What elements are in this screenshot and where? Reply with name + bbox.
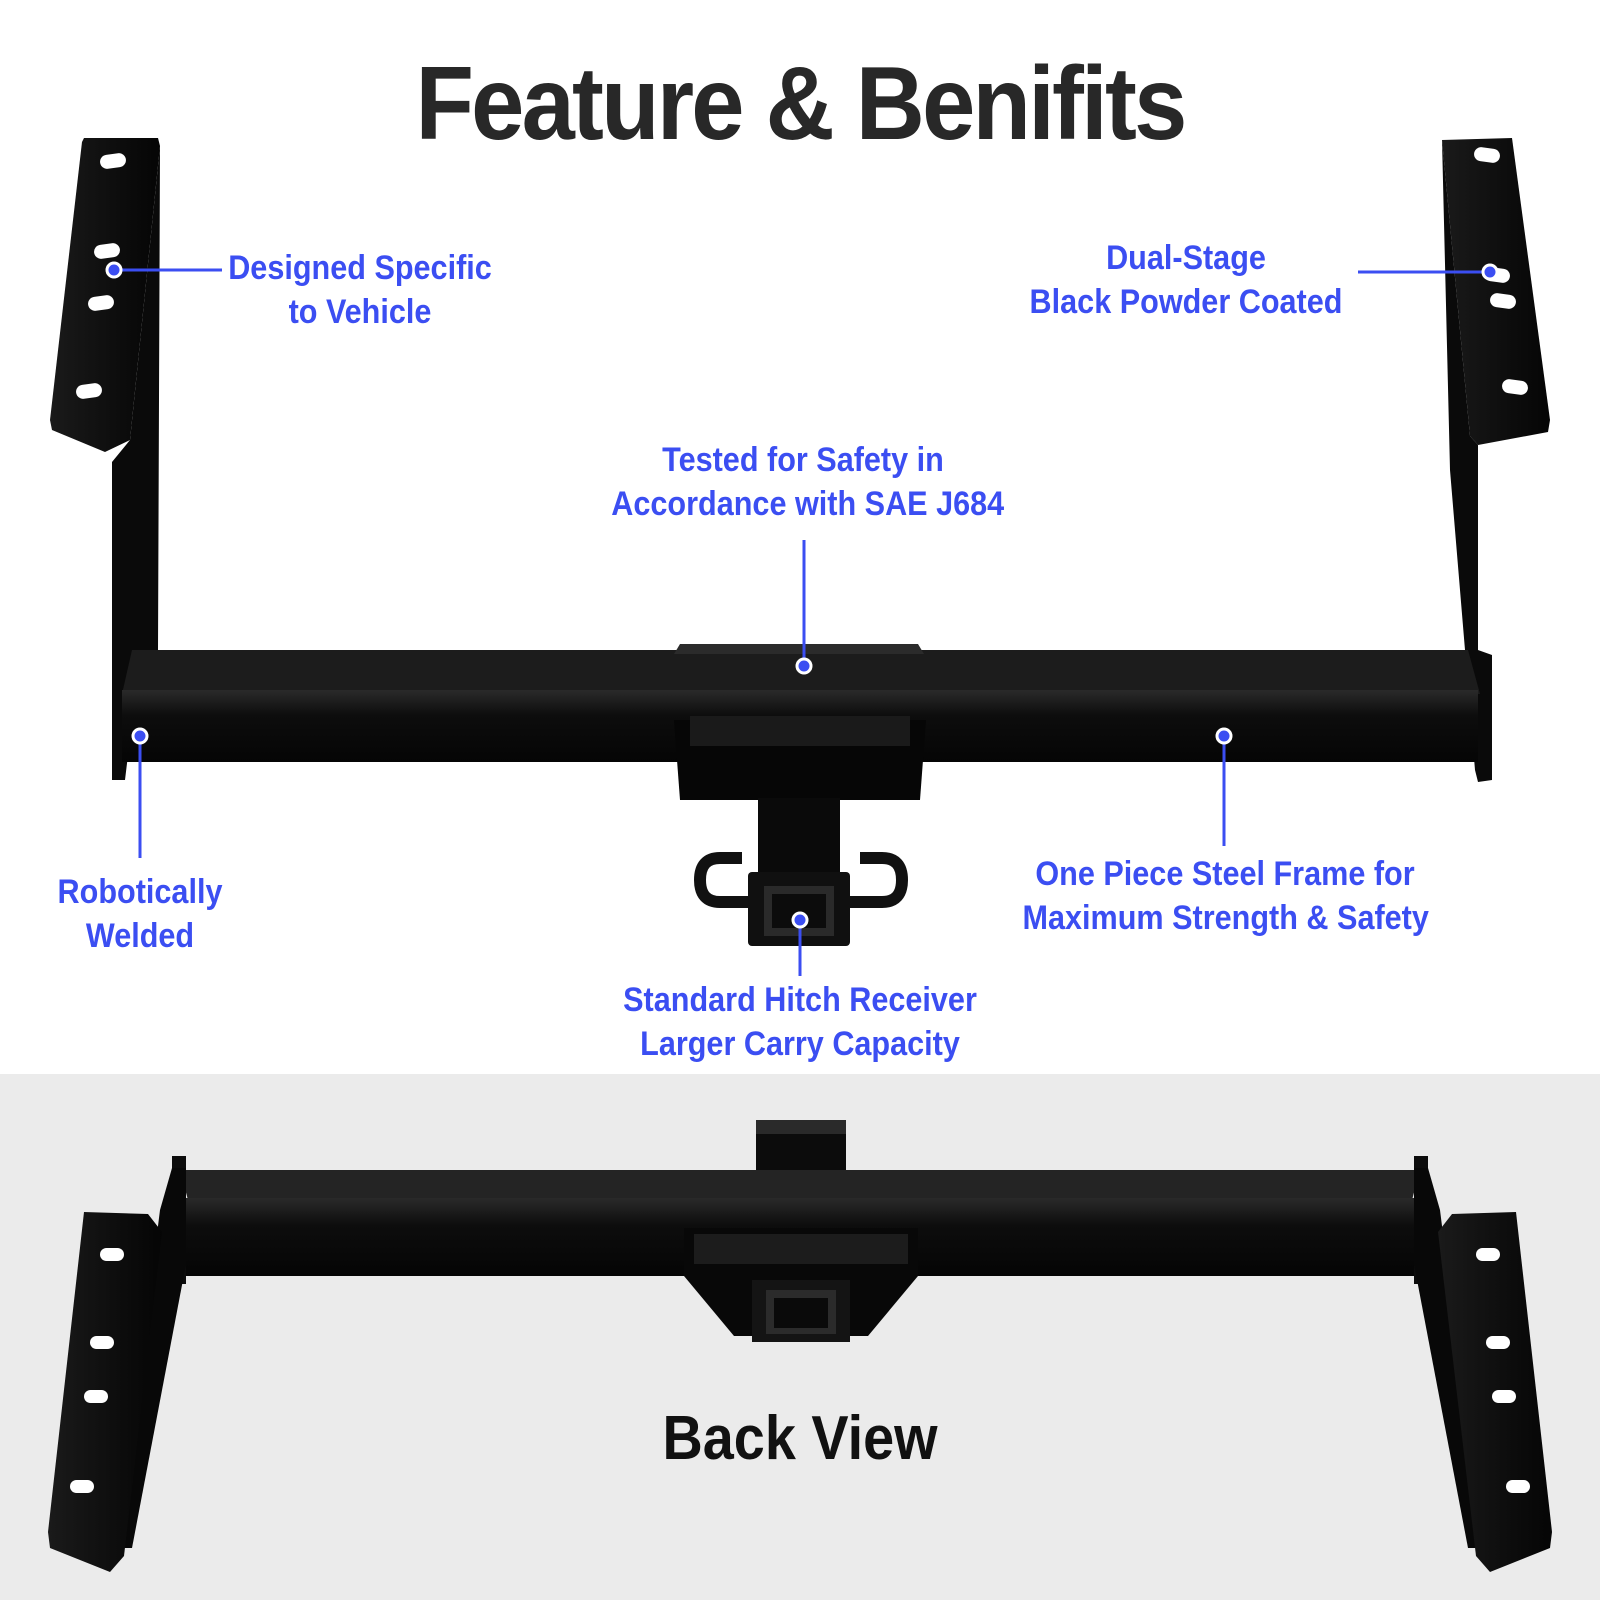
back-view-label: Back View (662, 1404, 938, 1473)
right-bracket-plate (1442, 138, 1550, 445)
left-vertical-arm (112, 146, 160, 780)
dot-receiver (791, 911, 809, 929)
front-view-hitch (50, 138, 1550, 946)
callout-designed-specific: Designed Specific to Vehicle (216, 246, 504, 334)
dot-tested (795, 657, 813, 675)
callout-leader-lines (114, 268, 1490, 976)
dot-designed (105, 261, 123, 279)
callout-receiver-line2: Larger Carry Capacity (640, 1025, 960, 1063)
callout-designed-line1: Designed Specific (228, 249, 492, 287)
page-title: Feature & Benifits (415, 46, 1187, 162)
callout-dots (105, 261, 1499, 929)
dot-frame (1215, 727, 1233, 745)
back-view-hitch (48, 1120, 1552, 1572)
callout-welded-line2: Welded (85, 917, 195, 955)
callout-frame-line1: One Piece Steel Frame for (1035, 855, 1415, 893)
callout-coated-line2: Black Powder Coated (1029, 283, 1343, 321)
callout-tested-line1: Tested for Safety in (662, 441, 944, 479)
dot-welded (131, 727, 149, 745)
callout-receiver-line1: Standard Hitch Receiver (623, 981, 977, 1019)
callout-frame-line2: Maximum Strength & Safety (1022, 899, 1429, 937)
left-bracket-plate (50, 138, 160, 452)
callout-robotically-welded: Robotically Welded (50, 870, 230, 958)
dot-coated (1481, 263, 1499, 281)
left-bracket-holes (76, 153, 126, 399)
callout-tested-line2: Accordance with SAE J684 (611, 485, 1005, 523)
beam-center-plate (674, 644, 924, 654)
callout-tested-safety: Tested for Safety in Accordance with SAE… (611, 438, 1005, 526)
callout-designed-line2: to Vehicle (288, 293, 432, 331)
callout-steel-frame: One Piece Steel Frame for Maximum Streng… (1022, 852, 1429, 940)
right-vertical-arm (1442, 140, 1492, 782)
callout-hitch-receiver: Standard Hitch Receiver Larger Carry Cap… (620, 978, 980, 1066)
callout-powder-coated: Dual-Stage Black Powder Coated (1028, 236, 1345, 324)
callout-welded-line1: Robotically (57, 873, 223, 911)
callout-coated-line1: Dual-Stage (1106, 239, 1266, 277)
